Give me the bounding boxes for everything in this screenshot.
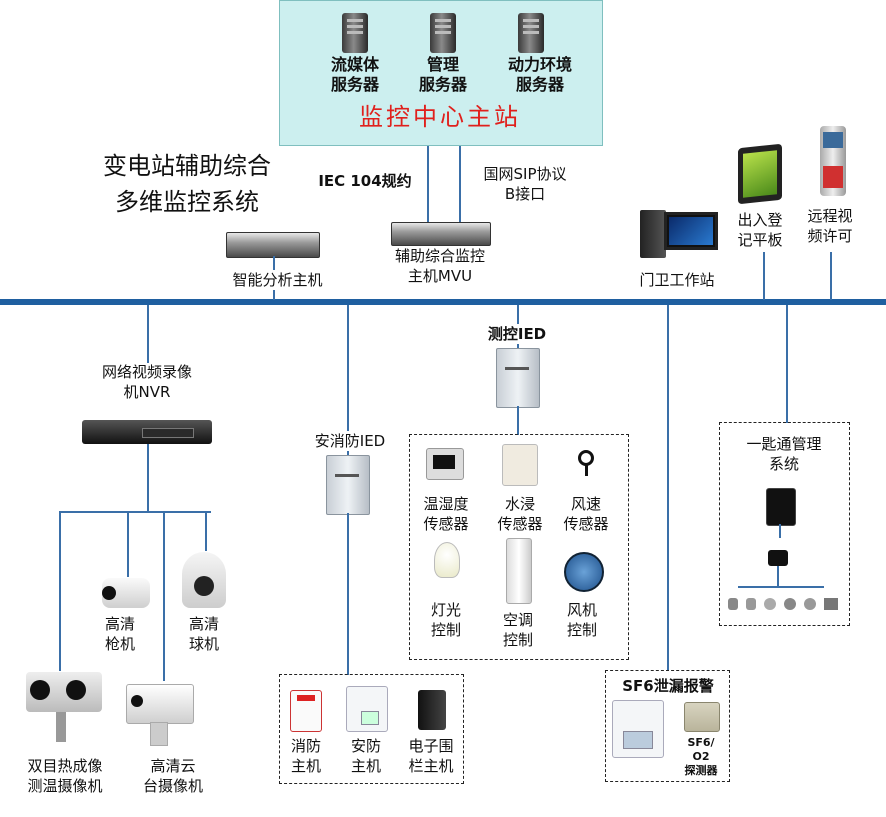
streaming-server-label: 流媒体 服务器 [330,55,379,94]
key-controller-icon [766,488,796,526]
lock-branch-line [738,586,824,588]
control-ied-label: 测控IED [465,324,569,344]
security-ied-uplink [347,305,349,455]
management-server-label: 管理 服务器 [418,55,467,94]
key-system-label: 一匙通管理 系统 [746,435,822,473]
fan-control-label: 风机 控制 [566,601,597,639]
monitor-icon [664,212,718,250]
fire-host-icon [290,690,322,732]
security-ied-label: 安消防IED [300,431,400,451]
thermal-link [59,511,61,671]
wind-sensor-label: 风速 传感器 [563,495,609,533]
fence-host-label: 电子围 栏主机 [408,737,454,775]
nvr-label: 网络视频录像 机NVR [101,363,192,401]
tablet-label: 出入登 记平板 [737,211,783,249]
gate-station-label: 门卫工作站 [622,270,732,290]
iec-protocol-label: IEC 104规约 [318,172,412,190]
security-host-icon [346,686,388,732]
anemometer-icon [576,450,596,476]
pc-tower-icon [640,210,666,258]
key-device-icon [768,550,788,566]
ac-control-label: 空调 控制 [502,611,533,649]
kiosk-icon [820,126,846,196]
ptz-camera-base [150,722,168,746]
power-env-server-label: 动力环境 服务器 [507,55,572,94]
light-control-label: 灯光 控制 [430,601,461,639]
air-conditioner-icon [506,538,532,604]
sf6-box [605,670,730,782]
kiosk-link [830,252,832,300]
control-ied-downlink [517,406,519,435]
analysis-host-icon [226,232,320,258]
sip-protocol-label: 国网SIP协议 B接口 [483,165,567,203]
server-icon [342,13,368,53]
thermal-camera-pole [56,712,66,742]
bullet-link [127,511,129,577]
key-system-uplink [786,305,788,423]
dome-camera-label: 高清 球机 [188,615,219,653]
monitoring-center-box: 流媒体 服务器 管理 服务器 动力环境 服务器 监控中心主站 [279,0,603,146]
sf6-alarm-panel-icon [612,700,664,758]
ptz-camera-label: 高清云 台摄像机 [142,757,203,795]
thermal-camera-icon [26,672,102,712]
key-system-box [719,422,850,626]
water-sensor-label: 水浸 传感器 [497,495,543,533]
control-ied-icon [496,348,540,408]
iec-link-line [427,146,429,224]
thermal-camera-label: 双目热成像 测温摄像机 [27,757,103,795]
network-bus [0,299,886,305]
server-icon [518,13,544,53]
light-bulb-icon [434,542,460,578]
bullet-camera-label: 高清 枪机 [104,615,135,653]
mvu-host-icon [391,222,491,246]
system-title: 变电站辅助综合 多维监控系统 [103,152,271,216]
tablet-link [763,252,765,300]
mvu-host-label: 辅助综合监控 主机MVU [370,246,510,286]
thermometer-icon [426,448,464,480]
sf6-detector-label: SF6/ O2 探测器 [684,736,718,777]
tablet-icon [738,143,782,205]
security-ied-downlink [347,513,349,675]
bullet-camera-icon [102,578,150,608]
server-icon [430,13,456,53]
remote-license-label: 远程视 频许可 [807,207,853,245]
nvr-uplink [147,305,149,363]
nvr-branch-line [59,511,211,513]
sensor-box [409,434,629,660]
sf6-detector-icon [684,702,720,732]
ptz-link [163,511,165,681]
center-title: 监控中心主站 [359,103,521,131]
security-devices-box [279,674,464,784]
nvr-downlink [147,444,149,512]
fan-icon [564,552,604,592]
key-controller-link [779,524,781,538]
security-ied-icon [326,455,370,515]
dome-link [205,511,207,551]
sf6-uplink [667,305,669,671]
analysis-host-label: 智能分析主机 [210,270,345,290]
sf6-label: SF6泄漏报警 [607,676,729,696]
nvr-device-icon [82,420,212,444]
security-host-label: 安防 主机 [350,737,381,775]
key-device-link [777,566,779,586]
lock-icons [728,598,838,612]
dome-camera-icon [182,552,226,608]
water-sensor-icon [502,444,538,486]
temp-humidity-label: 温湿度 传感器 [423,495,469,533]
sip-link-line [459,146,461,224]
ptz-camera-icon [126,684,194,724]
fire-host-label: 消防 主机 [290,737,321,775]
fence-host-icon [418,690,446,730]
